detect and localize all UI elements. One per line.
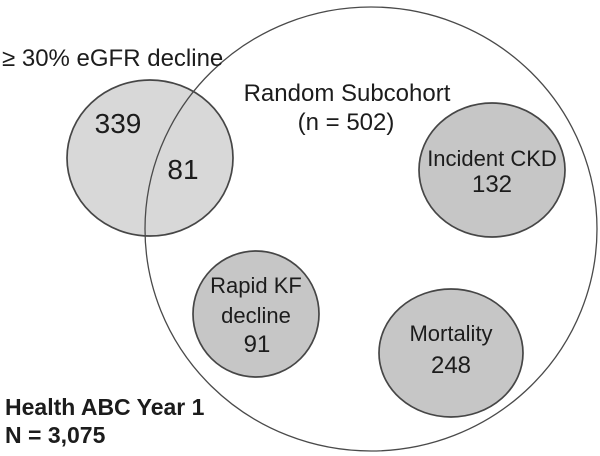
cohort-name-label: Health ABC Year 1 bbox=[5, 394, 205, 420]
egfr-outside-count: 339 bbox=[95, 108, 142, 139]
incident-ckd-label: Incident CKD bbox=[427, 146, 557, 171]
incident-ckd-count: 132 bbox=[472, 171, 512, 198]
random-subcohort-n: (n = 502) bbox=[298, 109, 395, 136]
incident-ckd-circle bbox=[418, 102, 566, 238]
rapid-kf-label-line2: decline bbox=[221, 303, 291, 328]
mortality-label: Mortality bbox=[409, 321, 492, 346]
egfr-decline-circle bbox=[66, 79, 234, 237]
rapid-kf-count: 91 bbox=[244, 331, 271, 358]
mortality-count: 248 bbox=[431, 352, 471, 379]
rapid-kf-decline-circle bbox=[192, 250, 320, 378]
cohort-n-label: N = 3,075 bbox=[5, 422, 106, 448]
random-subcohort-circle bbox=[144, 6, 598, 452]
random-subcohort-label: Random Subcohort bbox=[244, 80, 451, 107]
egfr-decline-label: ≥ 30% eGFR decline bbox=[2, 45, 223, 72]
rapid-kf-label-line1: Rapid KF bbox=[210, 273, 302, 298]
egfr-overlap-count: 81 bbox=[167, 154, 198, 185]
mortality-circle bbox=[378, 288, 524, 418]
